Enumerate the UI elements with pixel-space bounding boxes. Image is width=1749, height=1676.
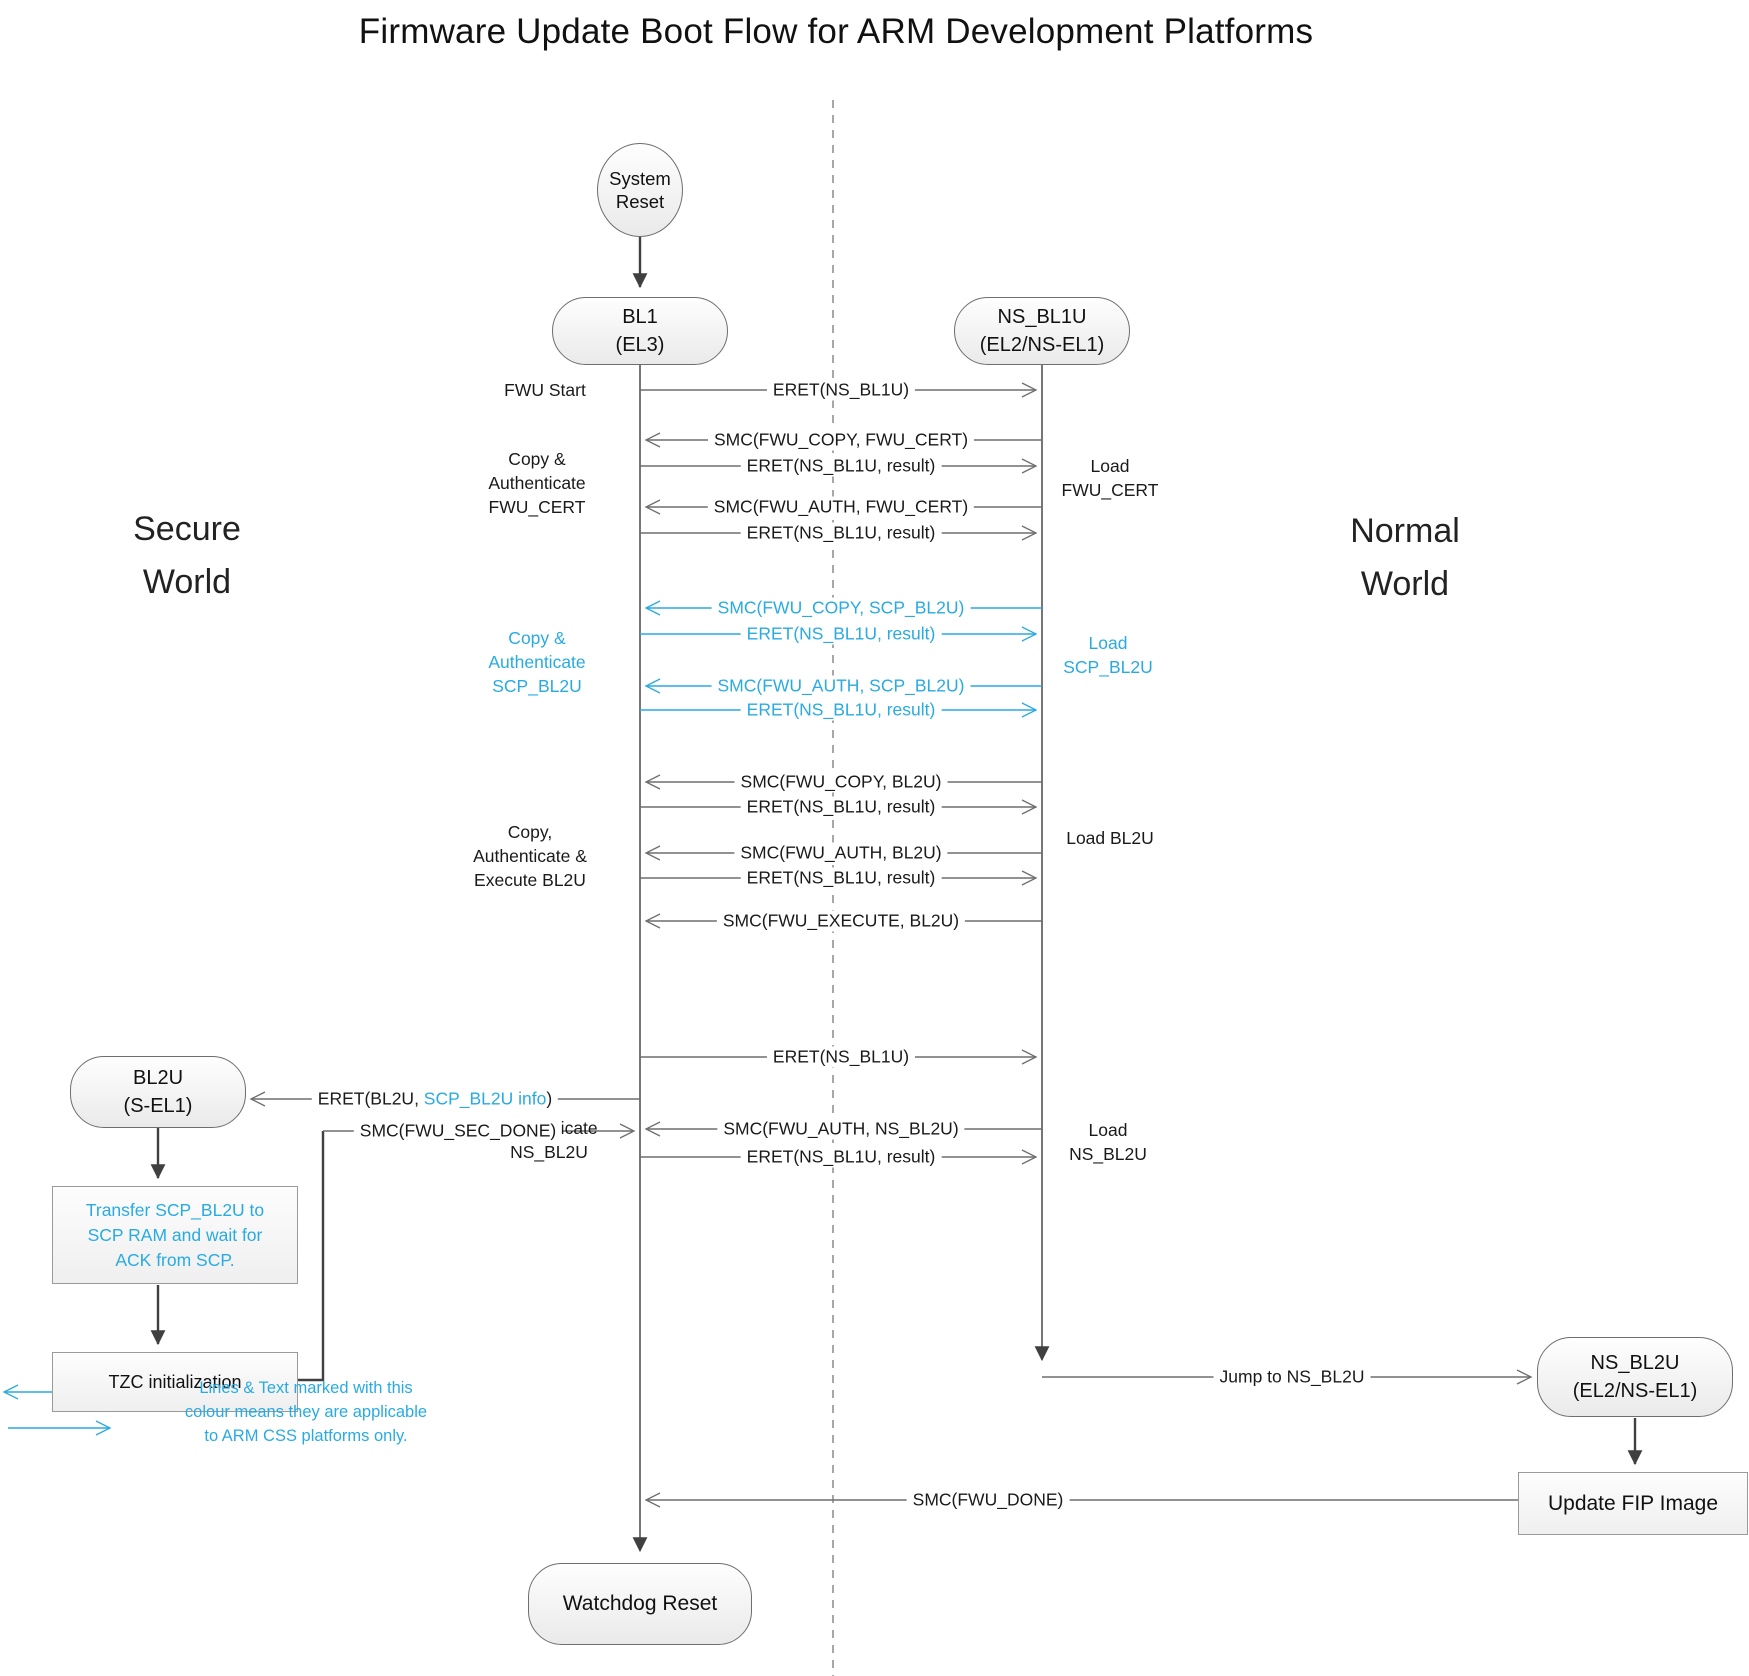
eret-bl2u-label: ERET(BL2U, SCP_BL2U info) [311,1088,559,1110]
ns-bl1u-node: NS_BL1U (EL2/NS-EL1) [954,297,1130,365]
message-label: ERET(NS_BL1U) [766,1046,916,1068]
secure-world-label: Secure World [133,510,241,601]
bl2u-node: BL2U (S-EL1) [70,1056,246,1128]
label-load-ns-bl2u: Load NS_BL2U [1069,1120,1147,1164]
watchdog-reset-node: Watchdog Reset [528,1563,752,1645]
message-label: ERET(NS_BL1U, result) [740,867,942,889]
tzc-init-box: TZC initialization [52,1352,298,1412]
message-label: SMC(FWU_AUTH, BL2U) [734,842,948,864]
legend-text: Lines & Text marked with this colour mea… [184,1379,428,1445]
message-label: SMC(FWU_EXECUTE, BL2U) [716,910,966,932]
diagram-title: Firmware Update Boot Flow for ARM Develo… [358,12,1314,51]
message-label: ERET(NS_BL1U, result) [740,699,942,721]
message-label: ERET(NS_BL1U, result) [740,623,942,645]
smc-sec-done-label: SMC(FWU_SEC_DONE) [353,1120,563,1142]
label-load-bl2u: Load BL2U [1066,828,1154,848]
ns-bl2u-node: NS_BL2U (EL2/NS-EL1) [1537,1337,1733,1417]
bl1-node: BL1 (EL3) [552,297,728,365]
label-copy-auth-scp-bl2u: Copy & Authenticate SCP_BL2U [488,628,586,696]
jump-ns-bl2u-label: Jump to NS_BL2U [1213,1366,1371,1388]
message-label: SMC(FWU_COPY, BL2U) [734,771,948,793]
label-load-scp-bl2u: Load SCP_BL2U [1063,633,1153,677]
normal-world-label: Normal World [1350,512,1460,603]
message-label: SMC(FWU_AUTH, FWU_CERT) [707,496,975,518]
message-label: SMC(FWU_AUTH, NS_BL2U) [717,1118,965,1140]
label-fwu-start: FWU Start [504,380,586,400]
label-copy-auth-exec-bl2u: Copy, Authenticate & Execute BL2U [473,822,587,890]
label-load-fwu-cert: Load FWU_CERT [1061,456,1159,500]
message-label: ERET(NS_BL1U, result) [740,522,942,544]
smc-done-label: SMC(FWU_DONE) [906,1489,1070,1511]
update-fip-box: Update FIP Image [1518,1472,1748,1535]
message-label: ERET(NS_BL1U) [766,379,916,401]
message-label: SMC(FWU_COPY, FWU_CERT) [707,429,975,451]
tzc-return-connector [298,1131,325,1382]
message-label: ERET(NS_BL1U, result) [740,796,942,818]
message-label: SMC(FWU_COPY, SCP_BL2U) [711,597,971,619]
system-reset-node: System Reset [597,143,683,237]
transfer-scp-box: Transfer SCP_BL2U to SCP RAM and wait fo… [52,1186,298,1284]
label-copy-auth-fwu-cert: Copy & Authenticate FWU_CERT [488,449,586,517]
message-label: SMC(FWU_AUTH, SCP_BL2U) [711,675,971,697]
message-label: ERET(NS_BL1U, result) [740,1146,942,1168]
message-label: ERET(NS_BL1U, result) [740,455,942,477]
